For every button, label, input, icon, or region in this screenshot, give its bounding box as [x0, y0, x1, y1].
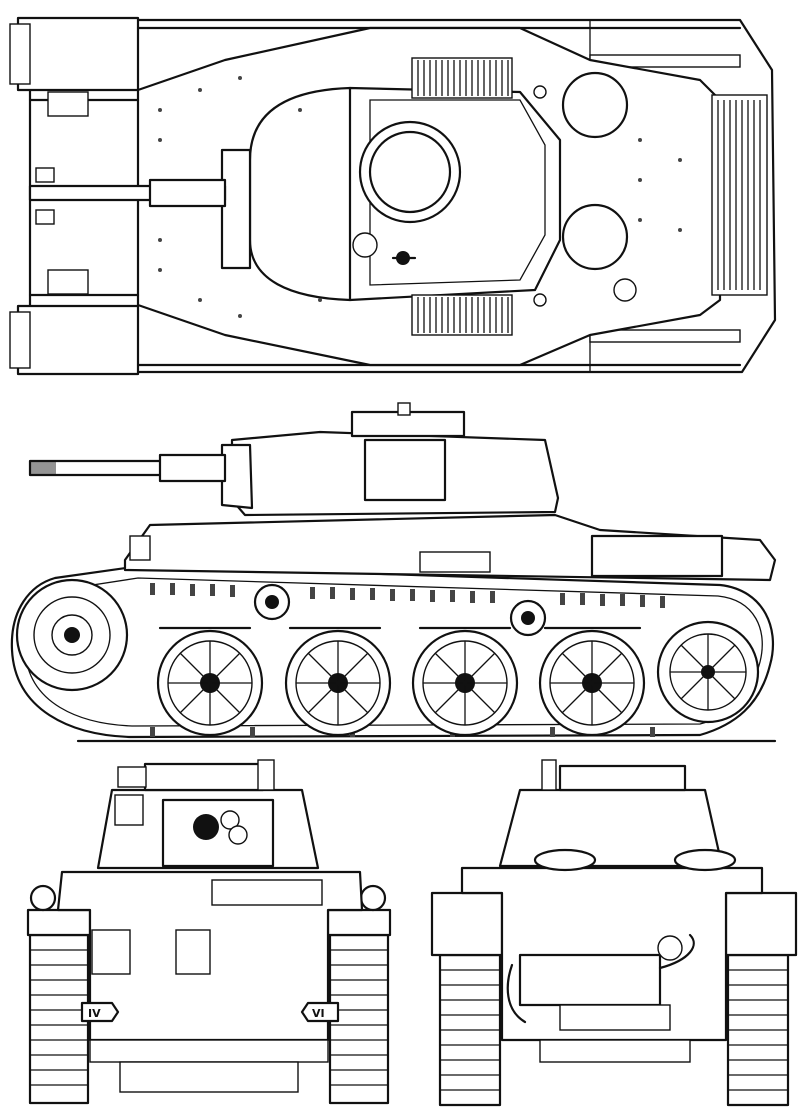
side-track-links	[150, 583, 665, 737]
top-left-track	[16, 16, 140, 92]
side-cupola	[350, 410, 466, 438]
top-fan-1	[561, 71, 629, 139]
top-mantlet	[220, 148, 252, 270]
top-rear-grille	[711, 94, 768, 296]
rear-cupola	[558, 764, 687, 792]
front-left-fender	[26, 908, 92, 937]
rear-left-track	[438, 953, 502, 1107]
top-side-grille-1	[411, 57, 513, 99]
front-cupola	[143, 762, 265, 792]
side-engine-box	[590, 534, 724, 578]
front-right-track	[328, 933, 390, 1105]
top-view	[9, 16, 777, 376]
top-side-grille-2	[411, 294, 513, 336]
front-marking-left-text: IV	[88, 1007, 101, 1020]
road-wheel-2	[284, 629, 392, 737]
front-marking-right: VI	[300, 1001, 340, 1023]
rear-right-track	[726, 953, 790, 1107]
front-marking-left: IV	[80, 1001, 120, 1023]
road-wheel-1	[156, 629, 264, 737]
front-right-headlight	[359, 884, 387, 912]
top-fan-2	[561, 203, 629, 271]
front-view: IV VI	[26, 759, 392, 1105]
rear-right-fender	[724, 891, 798, 957]
road-wheel-4	[538, 629, 646, 737]
rear-muffler	[518, 953, 662, 1007]
front-left-track	[28, 933, 90, 1105]
front-mantlet	[161, 798, 275, 868]
rear-right-light	[673, 848, 737, 872]
road-wheel-3	[411, 629, 519, 737]
side-muzzle-brake	[30, 461, 56, 475]
front-right-fender	[326, 908, 392, 937]
front-gun-muzzle	[193, 814, 219, 840]
side-mantlet	[220, 443, 254, 510]
rear-left-fender	[430, 891, 504, 957]
side-view	[10, 402, 777, 743]
front-marking-right-text: VI	[312, 1007, 325, 1020]
idler-wheel	[656, 620, 760, 724]
rear-view	[430, 759, 798, 1107]
rear-left-light	[533, 848, 597, 872]
front-left-headlight	[29, 884, 57, 912]
drive-sprocket	[15, 578, 129, 692]
side-turret-hatch	[363, 438, 447, 502]
top-right-track	[16, 304, 140, 376]
